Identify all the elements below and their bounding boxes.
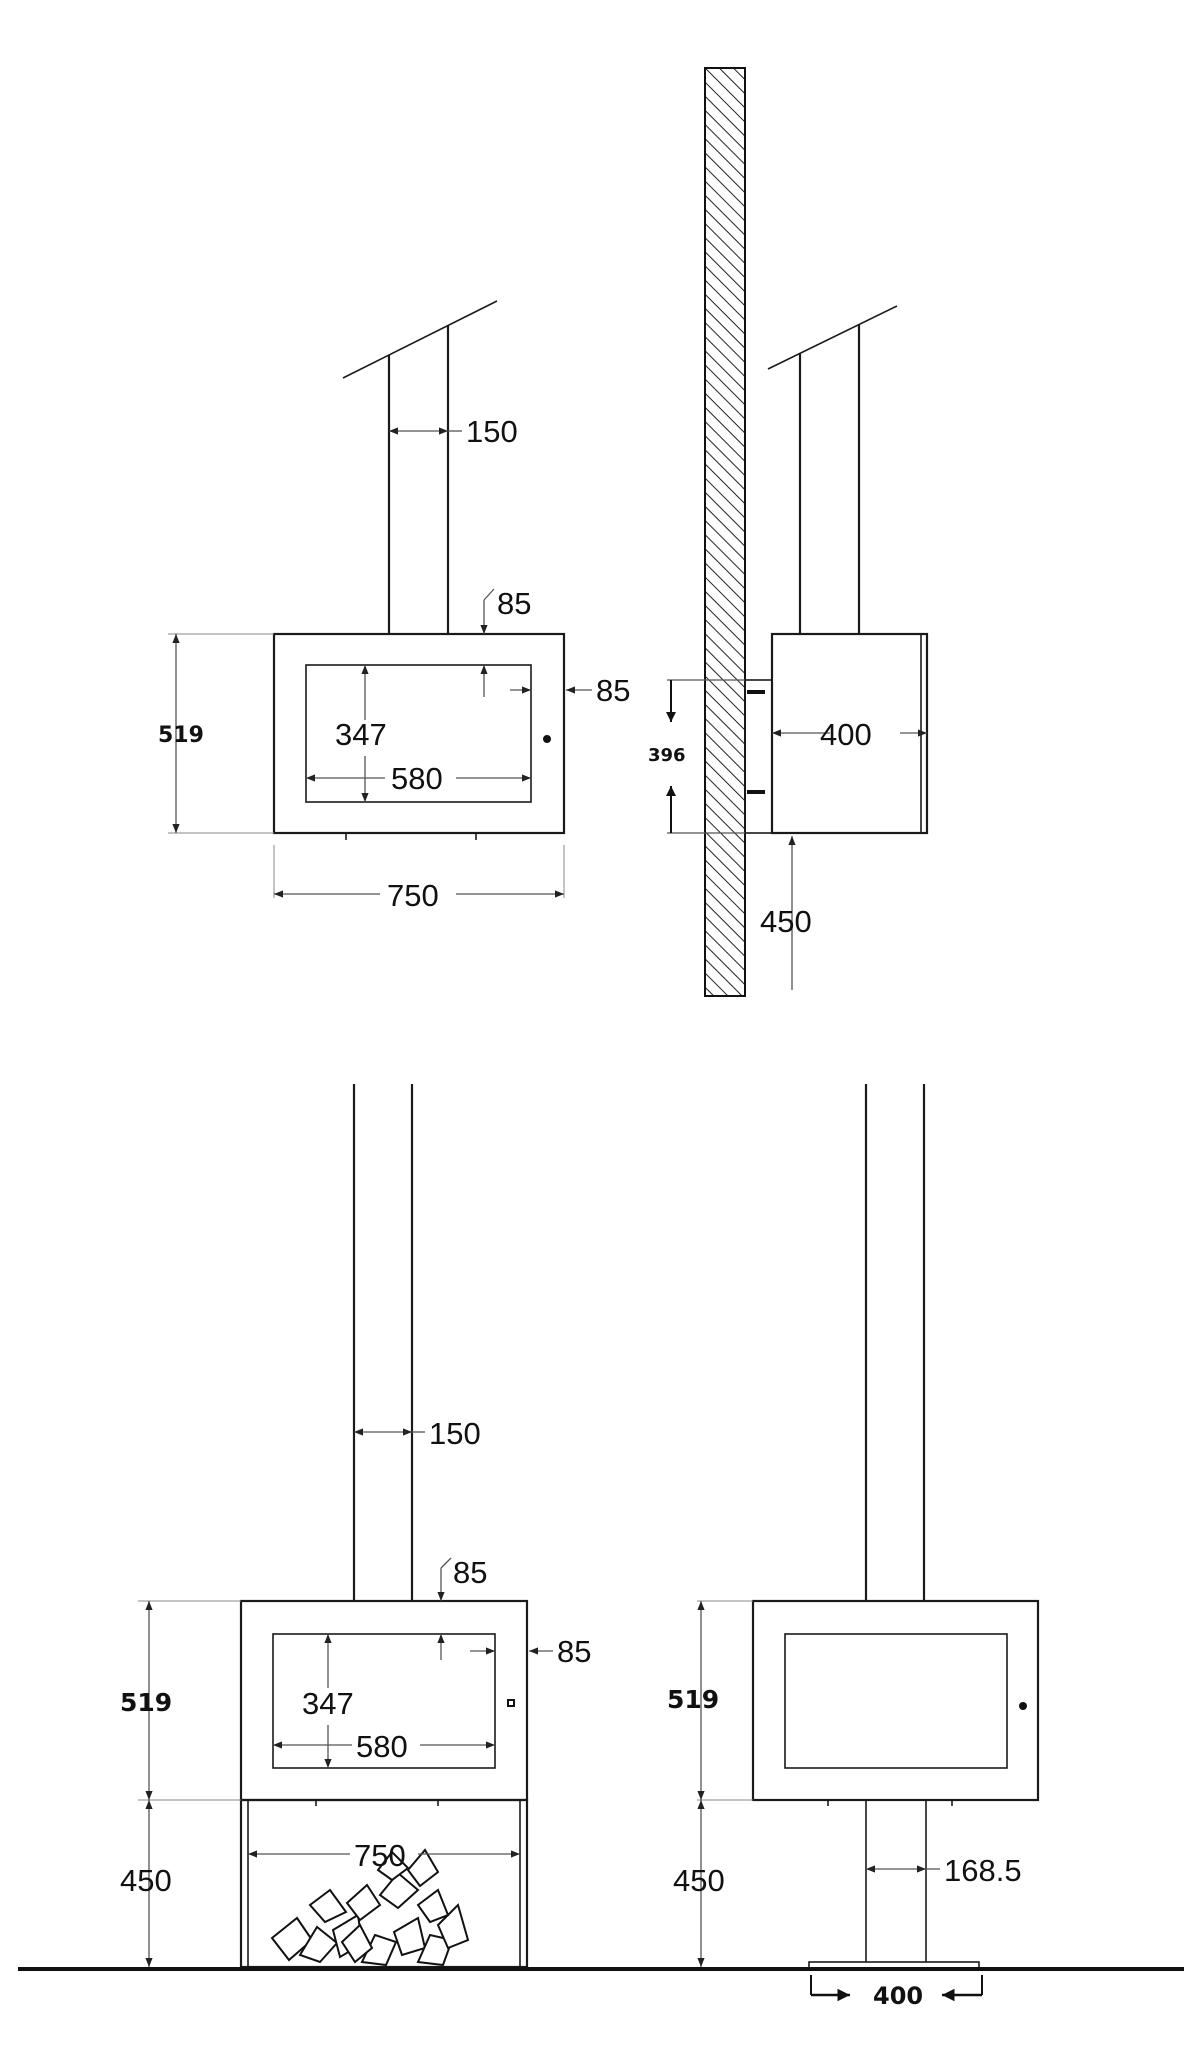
- door-handle: [543, 735, 551, 743]
- glass-door: [784, 1633, 1008, 1769]
- flue-width-label: 150: [466, 414, 518, 449]
- glass-door: [305, 664, 532, 803]
- glass-height-label: 347: [302, 1686, 354, 1721]
- bracket-spacing-label: 396: [648, 745, 686, 766]
- ceiling-line: [342, 300, 498, 379]
- stove-body: [751, 1599, 1040, 1802]
- stand-height-label: 450: [673, 1863, 725, 1898]
- side-offset-label: 85: [596, 673, 630, 708]
- height-label: 519: [158, 723, 204, 748]
- top-offset-label: 85: [453, 1555, 487, 1590]
- stove-body: [239, 1599, 529, 1802]
- pedestal-front-view: 168.5 519 450 400: [667, 1084, 1040, 2010]
- width-label: 750: [354, 1838, 406, 1873]
- stove-body: [272, 632, 566, 835]
- depth-label: 400: [820, 717, 872, 752]
- base-width-label: 400: [873, 1982, 923, 2010]
- flue-width-label: 150: [429, 1416, 481, 1451]
- glass-door: [272, 1633, 496, 1769]
- mounting-bracket: [744, 679, 773, 834]
- door-handle: [1019, 1702, 1027, 1710]
- door-handle: [507, 1699, 515, 1707]
- floor-clearance-label: 450: [760, 904, 812, 939]
- top-offset-label: 85: [497, 586, 531, 621]
- glass-width-label: 580: [391, 761, 443, 796]
- side-offset-label: 85: [557, 1634, 591, 1669]
- post-width-label: 168.5: [944, 1853, 1022, 1888]
- wall-hung-side-view: 396 400 450: [648, 67, 929, 997]
- wall-hung-front-view: 150 85 85 519 347 580 750: [158, 300, 630, 913]
- glass-width-label: 580: [356, 1729, 408, 1764]
- firewood-logs: [270, 1848, 470, 1967]
- stand-height-label: 450: [120, 1863, 172, 1898]
- height-label: 519: [667, 1685, 719, 1714]
- height-label: 519: [120, 1688, 172, 1717]
- stand-front-view: 150 85 85: [120, 1084, 591, 1969]
- ceiling-line-side: [767, 305, 898, 370]
- wall-section: [704, 67, 746, 997]
- glass-height-label: 347: [335, 717, 387, 752]
- width-label: 750: [387, 878, 439, 913]
